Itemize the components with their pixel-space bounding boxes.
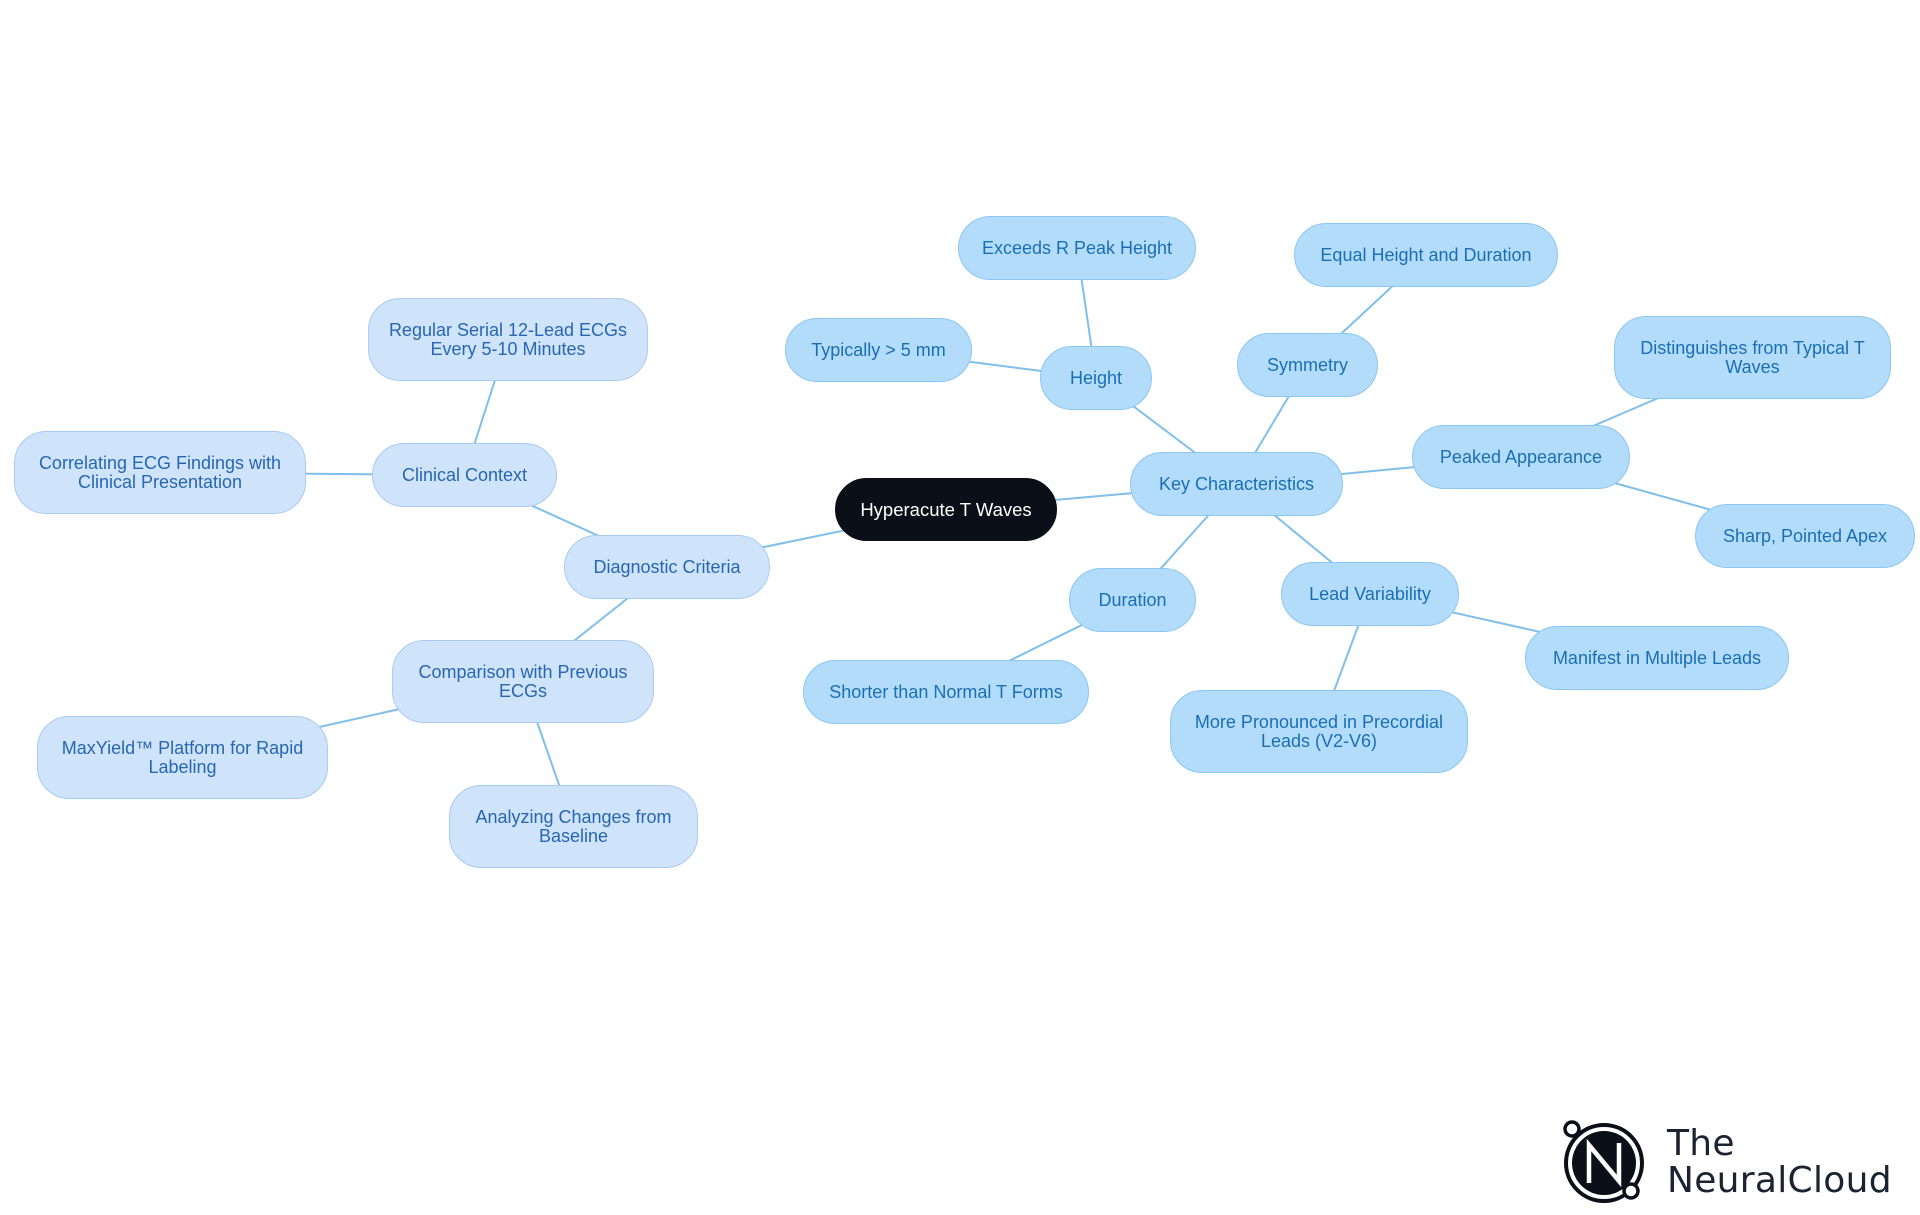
node-label: Typically > 5 mm [811,339,946,360]
node-label: Exceeds R Peak Height [981,237,1173,258]
neuralcloud-logo [1563,1120,1644,1203]
logo-line-1: The [1667,1123,1735,1164]
node-precordial-leads: More Pronounced in Precordial Leads (V2-… [1170,690,1468,773]
node-lead-variability: Lead Variability [1281,562,1459,626]
node-label: Peaked Appearance [1439,446,1603,467]
node-label: Manifest in Multiple Leads [1552,647,1762,668]
node-peaked-appearance: Peaked Appearance [1412,425,1630,489]
node-label: Lead Variability [1309,583,1431,604]
node-height: Height [1040,346,1152,410]
root-label: Hyperacute T Waves [860,499,1032,520]
logo-line-2: NeuralCloud [1667,1160,1892,1201]
node-typically-5mm: Typically > 5 mm [785,318,972,382]
node-analyzing-baseline: Analyzing Changes from Baseline [449,785,698,868]
node-label: Correlating ECG Findings with Clinical P… [38,452,282,492]
node-key-characteristics: Key Characteristics [1130,452,1343,516]
node-label: Analyzing Changes from Baseline [475,806,672,846]
node-equal-height-duration: Equal Height and Duration [1294,223,1558,287]
node-comparison-previous-ecgs: Comparison with Previous ECGs [392,640,654,723]
node-label: More Pronounced in Precordial Leads (V2-… [1194,711,1444,751]
node-maxyield-platform: MaxYield™ Platform for Rapid Labeling [37,716,328,799]
node-label: Diagnostic Criteria [593,556,741,577]
node-correlating-ecg-findings: Correlating ECG Findings with Clinical P… [14,431,306,514]
node-label: Height [1069,367,1123,388]
node-label: Comparison with Previous ECGs [418,661,628,701]
node-manifest-multiple-leads: Manifest in Multiple Leads [1525,626,1789,690]
node-shorter-than-normal: Shorter than Normal T Forms [803,660,1089,724]
node-label: Key Characteristics [1158,473,1315,494]
node-label: Regular Serial 12-Lead ECGs Every 5-10 M… [388,319,628,359]
node-distinguishes-typical: Distinguishes from Typical T Waves [1614,316,1891,399]
node-serial-12-lead-ecgs: Regular Serial 12-Lead ECGs Every 5-10 M… [368,298,648,381]
node-diagnostic-criteria: Diagnostic Criteria [564,535,770,599]
logo-wordmark: The NeuralCloud [1667,1125,1892,1199]
node-clinical-context: Clinical Context [372,443,557,507]
node-sharp-pointed-apex: Sharp, Pointed Apex [1695,504,1915,568]
node-label: Equal Height and Duration [1320,244,1532,265]
root-node: Hyperacute T Waves [835,478,1057,541]
node-label: Shorter than Normal T Forms [829,681,1063,702]
node-label: Duration [1098,589,1167,610]
node-label: MaxYield™ Platform for Rapid Labeling [61,737,304,777]
node-label: Symmetry [1267,354,1348,375]
node-label: Sharp, Pointed Apex [1722,525,1888,546]
node-symmetry: Symmetry [1237,333,1378,397]
node-exceeds-r-peak-height: Exceeds R Peak Height [958,216,1196,280]
node-label: Clinical Context [401,464,528,485]
node-duration: Duration [1069,568,1196,632]
node-label: Distinguishes from Typical T Waves [1640,337,1865,377]
